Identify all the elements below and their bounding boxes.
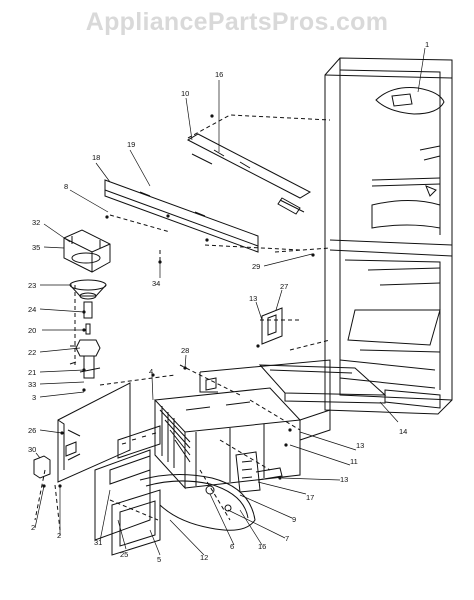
callout-18: 18: [92, 153, 100, 162]
callout-28: 28: [181, 346, 189, 355]
fasteners: [42, 114, 315, 488]
assembly-lines: [34, 114, 331, 531]
cabinet-assembly: [324, 57, 453, 415]
callout-13-mid: 13: [356, 441, 364, 450]
callout-17: 17: [306, 493, 314, 502]
upper-rail-16: [186, 133, 312, 215]
callout-4: 4: [149, 367, 153, 376]
callout-2-left: 2: [31, 523, 35, 532]
front-cover: [94, 425, 161, 556]
callout-19: 19: [127, 140, 135, 149]
callout-1: 1: [425, 40, 429, 49]
callout-10: 10: [181, 89, 189, 98]
fan-assembly: [63, 229, 111, 379]
bracket-30: [33, 455, 51, 479]
evaporator-coil-28: [153, 387, 302, 490]
defrost-heater: [139, 451, 283, 531]
callout-34: 34: [152, 279, 160, 288]
callout-33: 33: [28, 380, 36, 389]
callout-21: 21: [28, 368, 36, 377]
callout-30: 30: [28, 445, 36, 454]
callout-27: 27: [280, 282, 288, 291]
callout-12: 12: [200, 553, 208, 562]
callout-26: 26: [28, 426, 36, 435]
callout-7: 7: [285, 534, 289, 543]
callout-20: 20: [28, 326, 36, 335]
watermark: AppliancePartsPros.com: [85, 8, 389, 36]
callout-2-right: 2: [57, 531, 61, 540]
callout-8: 8: [64, 182, 68, 191]
long-panel-18-19: [104, 179, 259, 253]
callout-3: 3: [32, 393, 36, 402]
callout-13-lower: 13: [340, 475, 348, 484]
callout-24: 24: [28, 305, 36, 314]
evaporator-housing: [57, 382, 131, 483]
callout-16-lower: 16: [258, 542, 266, 551]
callout-14: 14: [399, 427, 407, 436]
callout-22: 22: [28, 348, 36, 357]
callout-9: 9: [292, 515, 296, 524]
callout-35: 35: [32, 243, 40, 252]
callout-16: 16: [215, 70, 223, 79]
callout-31: 31: [94, 538, 102, 547]
bracket-27: [261, 307, 283, 345]
callout-labels: 1 16 10 18 19 8 32 35 23 34 29 24 20 22 …: [28, 40, 429, 564]
callout-25: 25: [120, 550, 128, 559]
callout-6: 6: [230, 542, 234, 551]
callout-13-upper: 13: [249, 294, 257, 303]
drip-tray-14: [258, 364, 387, 404]
callout-23: 23: [28, 281, 36, 290]
callout-5: 5: [157, 555, 161, 564]
rear-housing-panel: [199, 359, 331, 441]
callout-11: 11: [350, 457, 358, 466]
callout-32: 32: [32, 218, 40, 227]
callout-29: 29: [252, 262, 260, 271]
leader-lines: [34, 47, 426, 556]
